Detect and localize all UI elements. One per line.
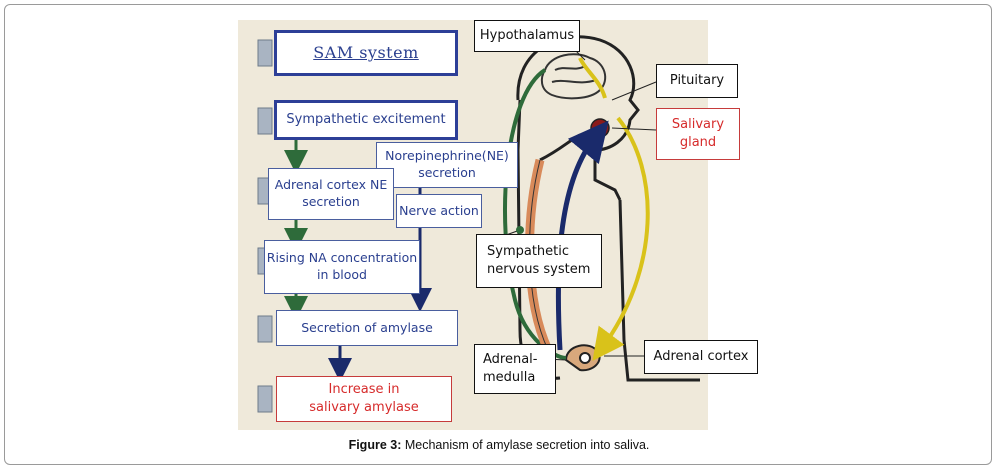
marker-1 — [257, 39, 273, 67]
norepinephrine-box: Norepinephrine(NE) secretion — [376, 142, 518, 188]
pituitary-label: Pituitary — [656, 64, 738, 98]
rising-na-box: Rising NA concentration in blood — [264, 240, 420, 294]
yellow-arrow-pituitary — [578, 57, 607, 99]
figure-caption: Figure 3: Mechanism of amylase secretion… — [0, 438, 998, 452]
ascending-arrow — [555, 120, 609, 351]
yellow-arrow-cortex — [592, 116, 650, 361]
sam-system-box: SAM system — [274, 30, 458, 76]
increase-amylase-box: Increase in salivary amylase — [276, 376, 452, 422]
sympathetic-nervous-system-label: Sympathetic nervous system — [476, 234, 602, 288]
hypothalamus-label: Hypothalamus — [474, 20, 580, 52]
left-markers — [257, 39, 273, 413]
brain-icon — [540, 53, 607, 100]
marker-6 — [257, 385, 273, 413]
adrenal-icon — [564, 344, 601, 372]
caption-label: Figure 3: — [348, 438, 402, 452]
salivary-gland-icon — [590, 118, 610, 138]
adrenal-cortex-label: Adrenal cortex — [644, 340, 758, 374]
marker-2 — [257, 107, 273, 135]
sympathetic-excitement-box: Sympathetic excitement — [274, 100, 458, 140]
caption-text: Mechanism of amylase secretion into sali… — [401, 438, 650, 452]
adrenal-cortex-ne-box: Adrenal cortex NE secretion — [268, 168, 394, 220]
adrenal-medulla-label: Adrenal- medulla — [474, 344, 556, 394]
salivary-gland-label: Salivary gland — [656, 108, 740, 160]
nerve-action-box: Nerve action — [396, 194, 482, 228]
secretion-amylase-box: Secretion of amylase — [276, 310, 458, 346]
marker-5 — [257, 315, 273, 343]
